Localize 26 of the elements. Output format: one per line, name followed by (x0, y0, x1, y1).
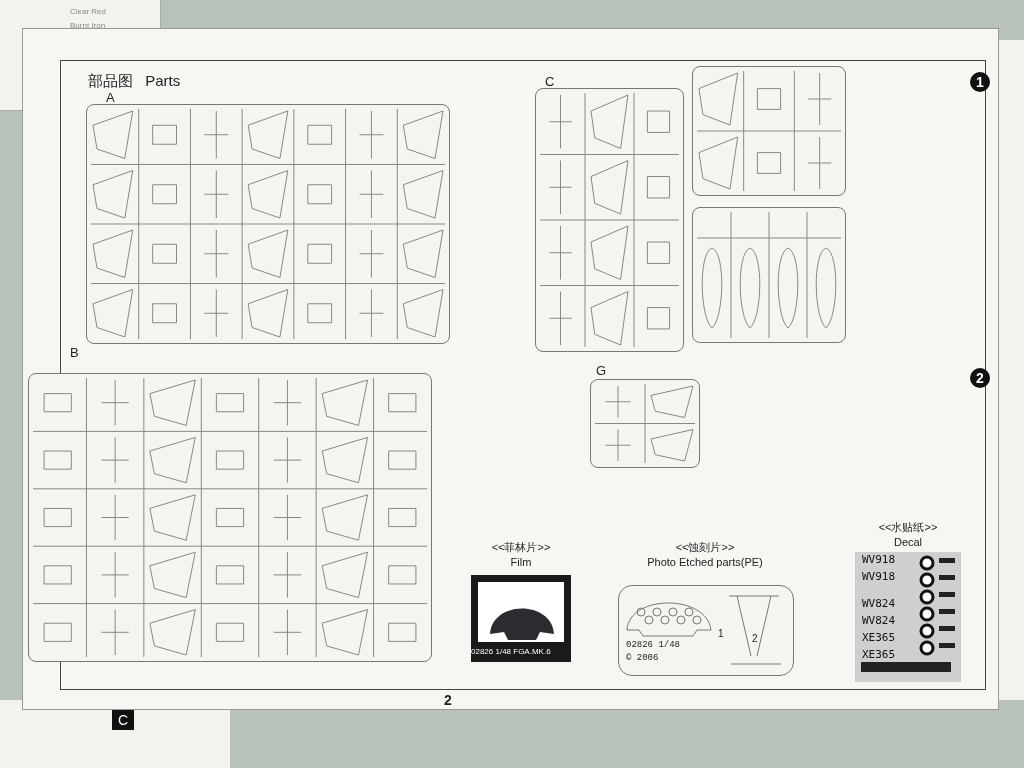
section-heading: Film (509, 556, 533, 568)
decal-marking: XE365 (862, 631, 896, 644)
part-number: 2 (752, 633, 758, 644)
label-text: Burnt Iron (70, 21, 106, 30)
section-heading: Decal (892, 536, 924, 548)
decal-marking: XE365 (862, 648, 896, 661)
sprue-letter: C (112, 710, 135, 730)
section-heading: <<蚀刻片>> (674, 540, 736, 555)
sprue-letter: A (106, 90, 115, 105)
label-text: 02826 1/48 (626, 640, 680, 650)
decal-marking: WV918 (862, 553, 896, 566)
sprue-letter: B (70, 345, 79, 360)
decal-marking: WV824 (862, 614, 896, 627)
section-heading: <<水贴纸>> (877, 520, 939, 535)
decal-marking: WV824 (862, 597, 896, 610)
label-text: © 2006 (626, 653, 659, 663)
page-title: 部品图 Parts (88, 72, 181, 91)
label-text: 02826 1/48 FGA.MK.6 (471, 647, 551, 656)
section-heading: Photo Etched parts(PE) (646, 556, 764, 568)
page-number: 2 (444, 692, 452, 708)
section-heading: <<菲林片>> (490, 540, 552, 555)
decal-marking: WV918 (862, 570, 896, 583)
part-number: 1 (718, 628, 724, 639)
label-text: Clear Red (70, 7, 106, 16)
sprue-letter: C (545, 74, 555, 89)
sprue-letter: G (596, 363, 607, 378)
